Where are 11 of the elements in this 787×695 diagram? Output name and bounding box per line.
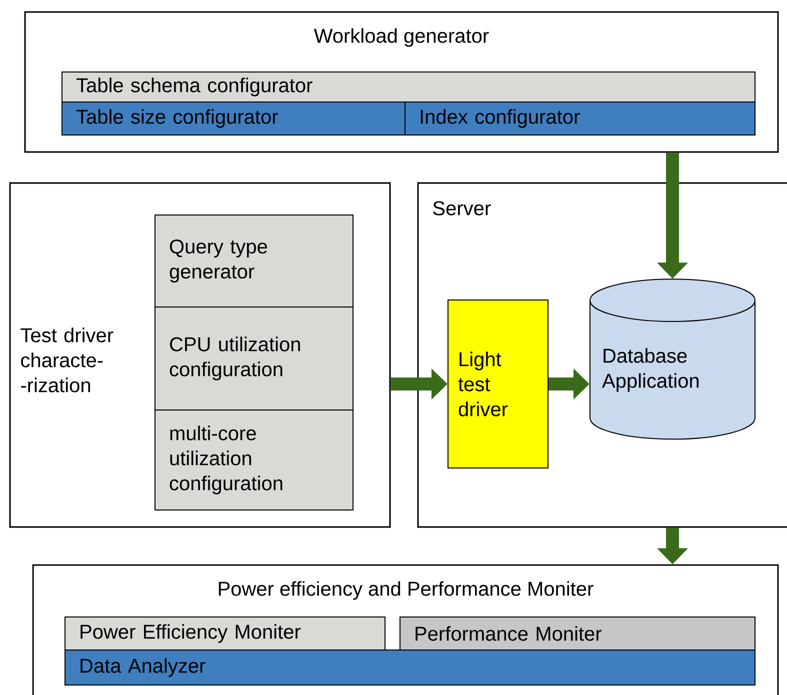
analyzer-bar: Data Analyzer bbox=[64, 650, 756, 686]
module-box: Query type generator bbox=[154, 214, 354, 308]
database-cylinder: Database Application bbox=[590, 278, 756, 440]
configurator-bar: Table schema configurator bbox=[62, 72, 756, 102]
configurator-bar: Table size configurator bbox=[62, 102, 406, 136]
module-box: CPU utilization configuration bbox=[154, 306, 354, 410]
module-box: multi-core utilization configuration bbox=[154, 410, 354, 510]
configurator-bar: Index configurator bbox=[404, 102, 756, 136]
monitor-bar: Performance Moniter bbox=[400, 616, 756, 650]
driver-box: Light test driver bbox=[448, 300, 548, 468]
monitor-bar: Power Efficiency Moniter bbox=[64, 616, 386, 650]
